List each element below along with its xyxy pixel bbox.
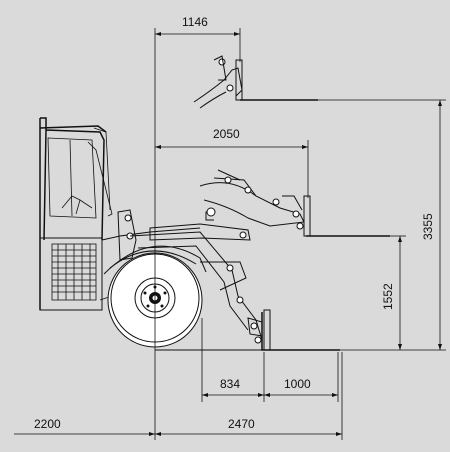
forks-mid xyxy=(199,169,390,237)
forks-top xyxy=(193,55,318,109)
dim-label-2050: 2050 xyxy=(213,127,240,141)
loader-machine xyxy=(39,117,263,348)
dim-label-1552: 1552 xyxy=(381,283,395,310)
dim-label-2470: 2470 xyxy=(228,417,255,431)
forks-lower xyxy=(247,309,340,351)
dim-label-3355: 3355 xyxy=(421,213,435,240)
dim-label-1000: 1000 xyxy=(284,377,311,391)
dimension-lines xyxy=(14,28,446,440)
dim-label-834: 834 xyxy=(220,377,240,391)
grille-lines xyxy=(52,244,96,300)
dim-label-2200: 2200 xyxy=(34,417,61,431)
dim-label-1146: 1146 xyxy=(182,15,208,29)
